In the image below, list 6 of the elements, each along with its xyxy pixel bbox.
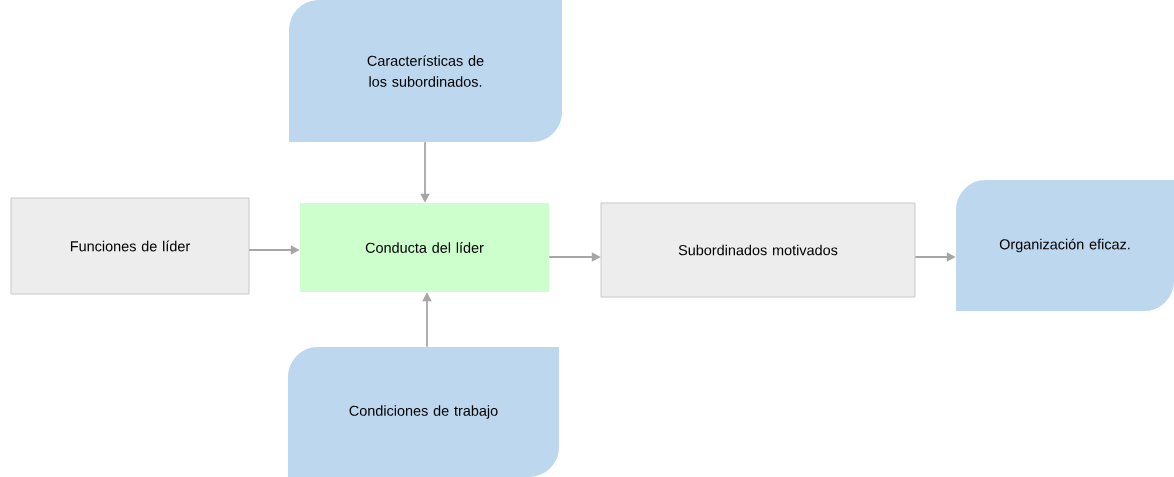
rounded-box: Características de los subordinados. [289,0,562,142]
process-box: Subordinados motivados [600,202,916,298]
process-box: Funciones de líder [10,197,250,295]
process-box: Conducta del líder [300,203,549,292]
rounded-box: Condiciones de trabajo [288,347,559,477]
rounded-box: Organización eficaz. [956,180,1174,311]
